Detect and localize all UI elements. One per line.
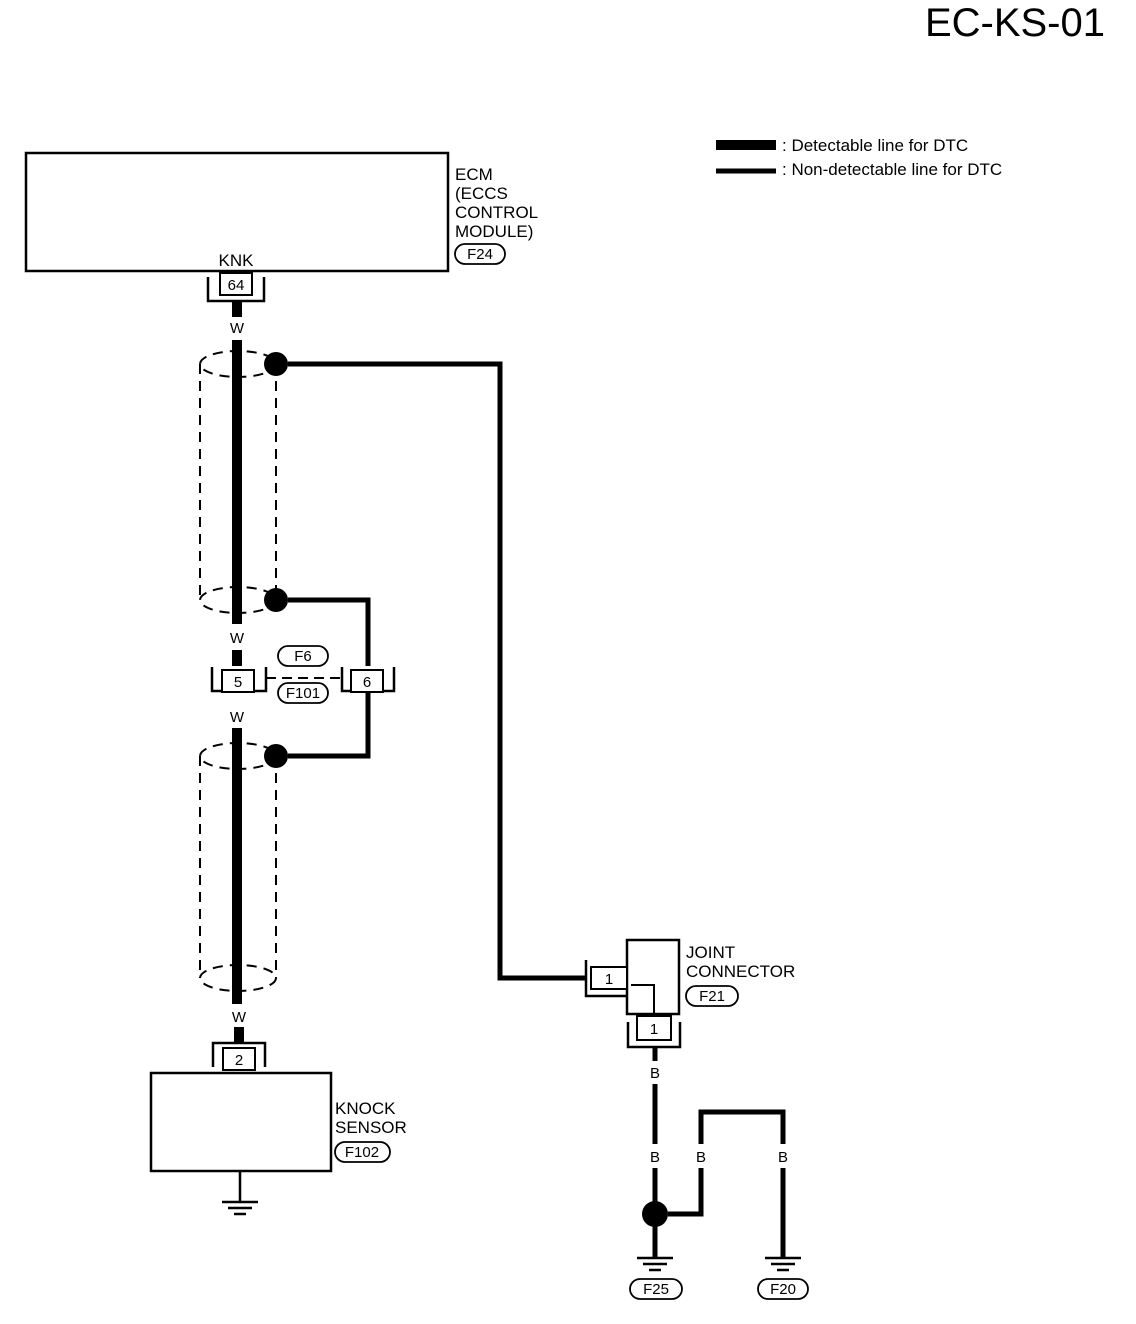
inline-pin-shield: 6 [363, 674, 371, 691]
knock-sensor-pin-connector: 2 [211, 1041, 267, 1071]
joint-connector-name-line-1: JOINT [686, 943, 735, 962]
knock-sensor-ground-icon [222, 1171, 258, 1216]
ground-right-badge [757, 1278, 809, 1300]
joint-connector-badge [685, 985, 739, 1007]
knock-sensor-connector-badge [334, 1141, 391, 1163]
shield-wire-lower-to-pin6 [288, 691, 371, 759]
ecm-connector-badge [454, 243, 506, 265]
legend-non-detectable-label: : Non-detectable line for DTC [782, 160, 1002, 179]
joint-connector-name-line-2: CONNECTOR [686, 962, 795, 981]
shield-upper-bottom-node [264, 588, 288, 612]
knock-sensor-name-line-2: SENSOR [335, 1118, 407, 1137]
joint-connector: 1 1 JOINT CONNECTOR F21 [584, 938, 795, 1049]
ecm-terminal-label: KNK [219, 251, 255, 270]
ecm-box [24, 151, 450, 273]
wire-color-label-1: W [230, 320, 245, 337]
inline-connector-badge-bottom [277, 682, 329, 704]
ground-left-badge [629, 1278, 683, 1300]
ecm-name-line-4: MODULE) [455, 222, 533, 241]
wire-color-label-7: B [696, 1149, 706, 1166]
knock-sensor-name-line-1: KNOCK [335, 1099, 396, 1118]
wire-color-label-2: W [230, 630, 245, 647]
ground-right-icon [765, 1256, 801, 1272]
inline-connector-id-top: F6 [294, 648, 312, 665]
wire-color-label-4: W [232, 1009, 247, 1026]
legend-detectable-label: : Detectable line for DTC [782, 136, 968, 155]
joint-connector-pin-out: 1 [650, 1021, 658, 1038]
ecm-pin-connector: 64 [206, 272, 266, 303]
inline-connector-badge-top [277, 645, 329, 667]
ecm-connector-id: F24 [467, 246, 493, 263]
wire-color-label-3: W [230, 709, 245, 726]
legend: : Detectable line for DTC : Non-detectab… [716, 136, 1002, 179]
ecm-module: ECM (ECCS CONTROL MODULE) F24 KNK [24, 151, 538, 273]
knock-sensor-connector-id: F102 [345, 1144, 379, 1161]
inline-pin-signal: 5 [234, 674, 242, 691]
page-title: EC-KS-01 [925, 1, 1105, 45]
joint-connector-id: F21 [699, 988, 725, 1005]
knock-sensor-pin-number: 2 [235, 1052, 243, 1069]
wire-color-label-6: B [650, 1149, 660, 1166]
wire-color-label-5: B [650, 1065, 660, 1082]
ecm-name-line-2: (ECCS [455, 184, 508, 203]
shield-drain-wire [288, 361, 586, 981]
knock-sensor-box [149, 1071, 333, 1173]
joint-connector-pin-in: 1 [605, 971, 613, 988]
ground-wire-branch-b [698, 1109, 786, 1144]
ground-right-id: F20 [770, 1281, 796, 1298]
wire-color-label-8: B [778, 1149, 788, 1166]
ecm-name-line-1: ECM [455, 165, 493, 184]
ground-left-icon [637, 1256, 673, 1272]
ground-left-id: F25 [643, 1281, 669, 1298]
ecm-pin-number: 64 [228, 277, 245, 294]
knock-sensor: KNOCK SENSOR F102 [149, 1071, 407, 1173]
shield-lower-top-node [264, 744, 288, 768]
inline-connector-id-bottom: F101 [286, 685, 320, 702]
shield-upper-top-node [264, 352, 288, 376]
ground-splice-node [642, 1201, 668, 1227]
ground-wire-branch-a [668, 1168, 704, 1217]
shield-wire-to-pin6 [288, 597, 371, 666]
ecm-name-line-3: CONTROL [455, 203, 538, 222]
inline-connector: 5 6 F6 F101 [210, 645, 396, 704]
